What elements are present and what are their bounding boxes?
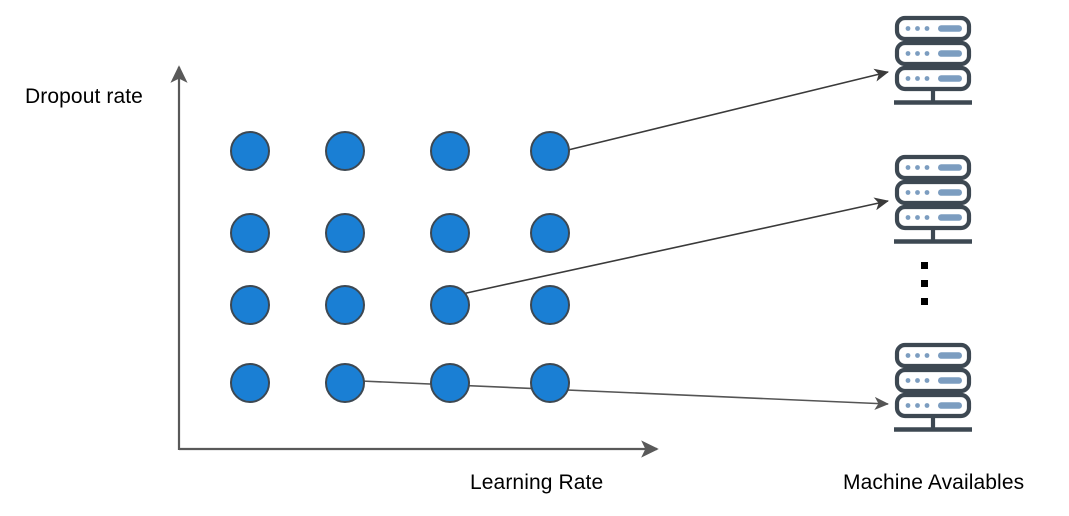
- server-icon-2[interactable]: [894, 154, 972, 244]
- server-status-bar: [938, 50, 962, 57]
- server-bay: [894, 15, 972, 42]
- grid-dot-r3-c4[interactable]: [530, 285, 570, 325]
- server-led: [924, 26, 930, 31]
- server-led: [924, 51, 930, 56]
- server-led: [905, 378, 911, 383]
- server-led: [924, 403, 930, 408]
- grid-dot-r4-c3[interactable]: [430, 363, 470, 403]
- server-icon-3[interactable]: [894, 342, 972, 432]
- grid-dot-r2-c4[interactable]: [530, 213, 570, 253]
- server-bay: [894, 367, 972, 394]
- server-led: [924, 353, 930, 358]
- vertical-ellipsis-group: [921, 262, 928, 305]
- server-status-bar: [938, 75, 962, 82]
- server-status-bar: [938, 25, 962, 32]
- server-led: [905, 165, 911, 170]
- axes-group: [170, 65, 659, 458]
- arrow-to-machine-1: [567, 68, 889, 151]
- server-led: [924, 215, 930, 220]
- server-led: [924, 378, 930, 383]
- server-led: [915, 165, 920, 170]
- grid-dots-group: [230, 131, 570, 403]
- grid-dot-r1-c4[interactable]: [530, 131, 570, 171]
- server-bay: [894, 179, 972, 206]
- grid-dot-r1-c1[interactable]: [230, 131, 270, 171]
- server-status-bar: [938, 164, 962, 171]
- ellipsis-dot: [921, 298, 928, 305]
- server-led: [905, 190, 911, 195]
- arrow-to-machine-2: [461, 197, 889, 295]
- grid-dot-r2-c2[interactable]: [325, 213, 365, 253]
- machines-group: [894, 15, 972, 432]
- server-status-bar: [938, 214, 962, 221]
- grid-dot-r3-c1[interactable]: [230, 285, 270, 325]
- server-led: [905, 403, 911, 408]
- server-led: [915, 403, 920, 408]
- server-led: [905, 76, 911, 81]
- server-led: [905, 51, 911, 56]
- grid-dot-r1-c2[interactable]: [325, 131, 365, 171]
- server-led: [915, 215, 920, 220]
- server-led: [924, 190, 930, 195]
- y-axis-label: Dropout rate: [25, 85, 143, 108]
- server-bay: [894, 40, 972, 67]
- server-led: [915, 26, 920, 31]
- server-led: [924, 165, 930, 170]
- grid-dot-r1-c3[interactable]: [430, 131, 470, 171]
- x-axis-label: Learning Rate: [470, 471, 604, 494]
- server-led: [915, 378, 920, 383]
- server-bay: [894, 154, 972, 181]
- server-bay: [894, 342, 972, 369]
- grid-dot-r3-c2[interactable]: [325, 285, 365, 325]
- server-led: [905, 215, 911, 220]
- server-status-bar: [938, 402, 962, 409]
- grid-dot-r2-c1[interactable]: [230, 213, 270, 253]
- server-led: [905, 353, 911, 358]
- server-led: [905, 26, 911, 31]
- ellipsis-dot: [921, 262, 928, 269]
- server-led: [915, 51, 920, 56]
- machines-label: Machine Availables: [843, 471, 1025, 494]
- server-led: [915, 353, 920, 358]
- server-status-bar: [938, 352, 962, 359]
- server-led: [915, 190, 920, 195]
- grid-dot-r3-c3[interactable]: [430, 285, 470, 325]
- server-led: [915, 76, 920, 81]
- server-icon-1[interactable]: [894, 15, 972, 105]
- server-status-bar: [938, 189, 962, 196]
- ellipsis-dot: [921, 280, 928, 287]
- server-status-bar: [938, 377, 962, 384]
- grid-dot-r4-c4[interactable]: [530, 363, 570, 403]
- grid-dot-r2-c3[interactable]: [430, 213, 470, 253]
- server-led: [924, 76, 930, 81]
- grid-dot-r4-c1[interactable]: [230, 363, 270, 403]
- grid-dot-r4-c2[interactable]: [325, 363, 365, 403]
